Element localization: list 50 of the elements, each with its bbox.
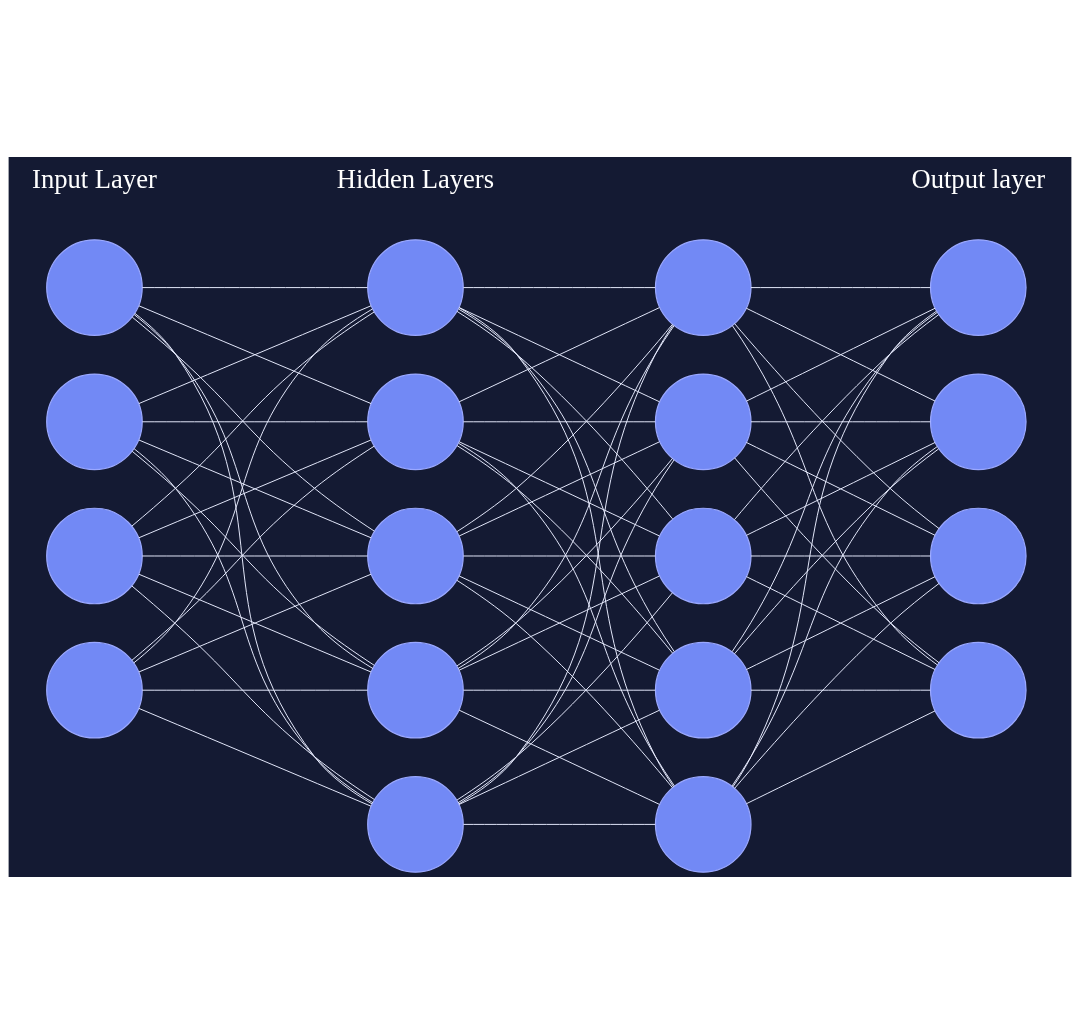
node-circle [367,238,464,336]
connector [458,709,660,805]
connector [138,304,372,404]
node-circle [654,372,752,470]
connector [463,286,656,288]
node-circle [46,507,143,604]
connector [141,555,368,556]
node-circle [929,641,1027,739]
node-circle [367,372,464,470]
connector [731,445,938,786]
connector [463,555,656,556]
node-circle [654,641,752,739]
connector [138,707,372,807]
node-circle [929,507,1027,604]
node-circle [46,238,143,336]
connector [745,709,936,804]
label: Hidden Layers [336,163,495,194]
connector [463,689,656,691]
connector [734,582,940,789]
node-circle [46,641,143,739]
connector [745,307,936,402]
node-circle [929,238,1027,336]
connector [138,439,372,538]
connector [141,689,368,691]
connector [141,286,368,288]
connector [745,575,936,670]
node-circle [367,507,464,604]
connector [750,286,931,288]
label: Input Layer [32,163,157,194]
node-circle [367,775,464,873]
connector [750,689,931,691]
connector [463,420,656,422]
node-circle [654,238,752,336]
connector [745,441,936,536]
connector [138,573,372,672]
node-circle [46,372,143,470]
connector [750,555,931,556]
node-circle [654,775,752,873]
connector [750,420,931,422]
node-circle [654,507,752,604]
connector [141,420,368,422]
connector [463,823,656,825]
connector [131,584,375,800]
connector [133,447,374,803]
connector [458,306,660,402]
node-circle [367,641,464,739]
connector [134,312,373,804]
connector [732,310,937,787]
label: Output layer [911,163,1046,194]
node-circle [929,372,1027,470]
